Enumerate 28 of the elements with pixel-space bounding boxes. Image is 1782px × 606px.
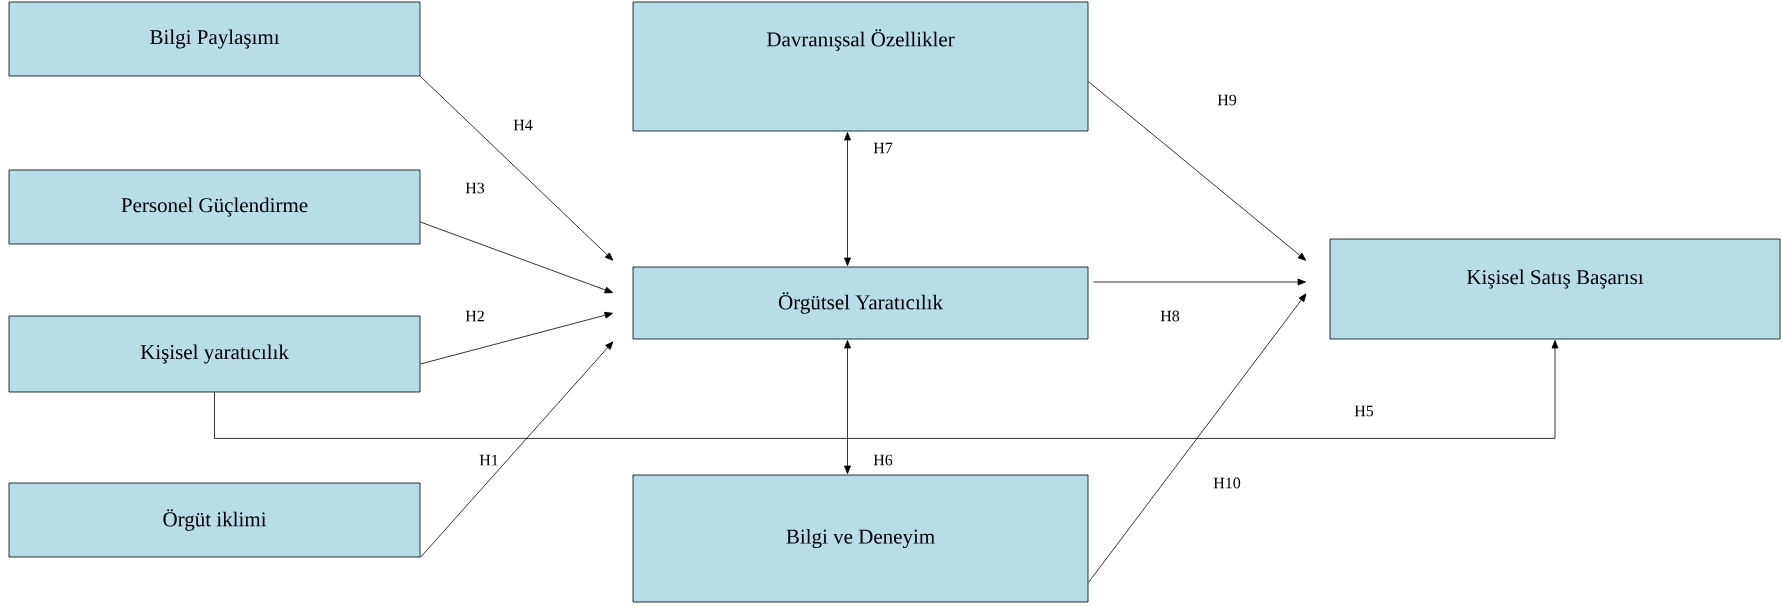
box: Kişisel Satış Başarısı (1329, 238, 1781, 340)
box: Kişisel yaratıcılık (8, 315, 421, 393)
arrow (214, 340, 1559, 439)
edge-label: H8 (1159, 309, 1181, 323)
box: Davranışsal Özellikler (632, 1, 1089, 132)
box: Örgütsel Yaratıcılık (632, 266, 1089, 340)
arrow (1093, 278, 1306, 286)
arrow (844, 132, 851, 266)
edge-label: H10 (1212, 476, 1242, 490)
edge-label: H7 (872, 141, 894, 155)
arrow (420, 341, 614, 558)
arrow (1088, 81, 1307, 261)
box: Örgüt iklimi (8, 482, 421, 558)
edge-label: H9 (1216, 93, 1238, 107)
box: Bilgi ve Deneyim (632, 474, 1089, 603)
arrow (420, 221, 613, 294)
box: Bilgi Paylaşımı (8, 1, 421, 77)
arrow (1088, 293, 1307, 583)
box: Personel Güçlendirme (8, 169, 421, 245)
edge-label: H6 (872, 453, 894, 467)
arrow (420, 311, 613, 365)
edge-label: H3 (464, 181, 486, 195)
edge-label: H2 (464, 309, 486, 323)
edge-label: H5 (1353, 404, 1375, 418)
edge-label: H1 (478, 453, 500, 467)
arrow (420, 76, 614, 261)
edge-label: H4 (512, 118, 534, 132)
arrow (844, 340, 851, 474)
